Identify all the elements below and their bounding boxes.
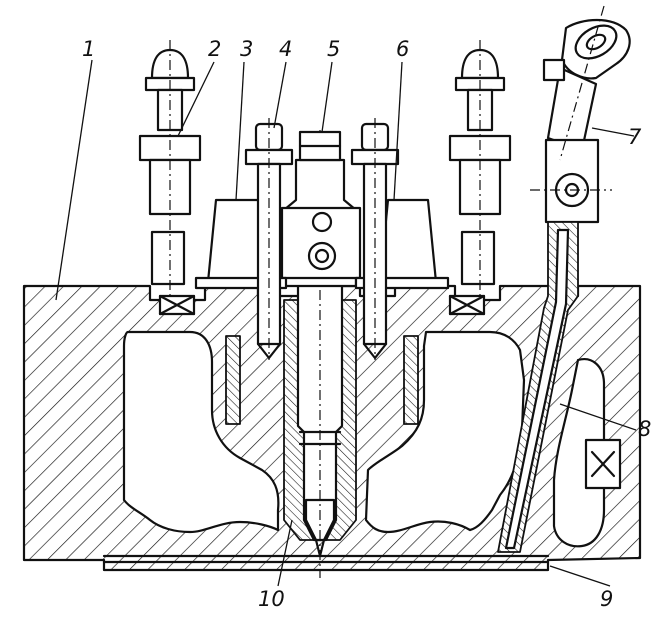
callout-4: 4 [279,37,292,61]
right-base-flange [354,276,450,290]
water-plug-cross [590,450,616,478]
callout-10: 10 [258,587,285,611]
clamp-hole-lower [307,241,337,271]
right-valve-guide [403,335,419,425]
callout-8: 8 [638,417,651,441]
left-spring-seat [206,198,264,284]
right-clamp-stud [350,118,400,360]
leader-lines [55,59,637,587]
callout-9: 9 [600,587,613,611]
clamp-hole-lower-inner [314,248,330,264]
right-spring-seat [378,198,438,284]
pipe-fitting [530,5,631,224]
left-valve-guide [225,335,241,425]
callout-5: 5 [327,37,340,61]
fuel-pipe-inner [504,228,570,550]
callout-7: 7 [628,125,642,149]
water-jacket-cavity [552,358,606,548]
left-base-flange [194,276,288,290]
gasket-plate [102,554,550,564]
callout-2: 2 [208,37,221,61]
clamp-hole-upper [311,211,333,233]
left-seat-cross [158,294,196,316]
left-clamp-stud [244,118,294,360]
left-rocker-stud [138,40,202,300]
right-seat-cross [448,294,486,316]
callout-1: 1 [82,37,95,61]
callout-3: 3 [240,37,253,61]
right-rocker-stud [448,40,512,300]
callout-6: 6 [396,37,409,61]
left-port-cavity [122,330,280,534]
